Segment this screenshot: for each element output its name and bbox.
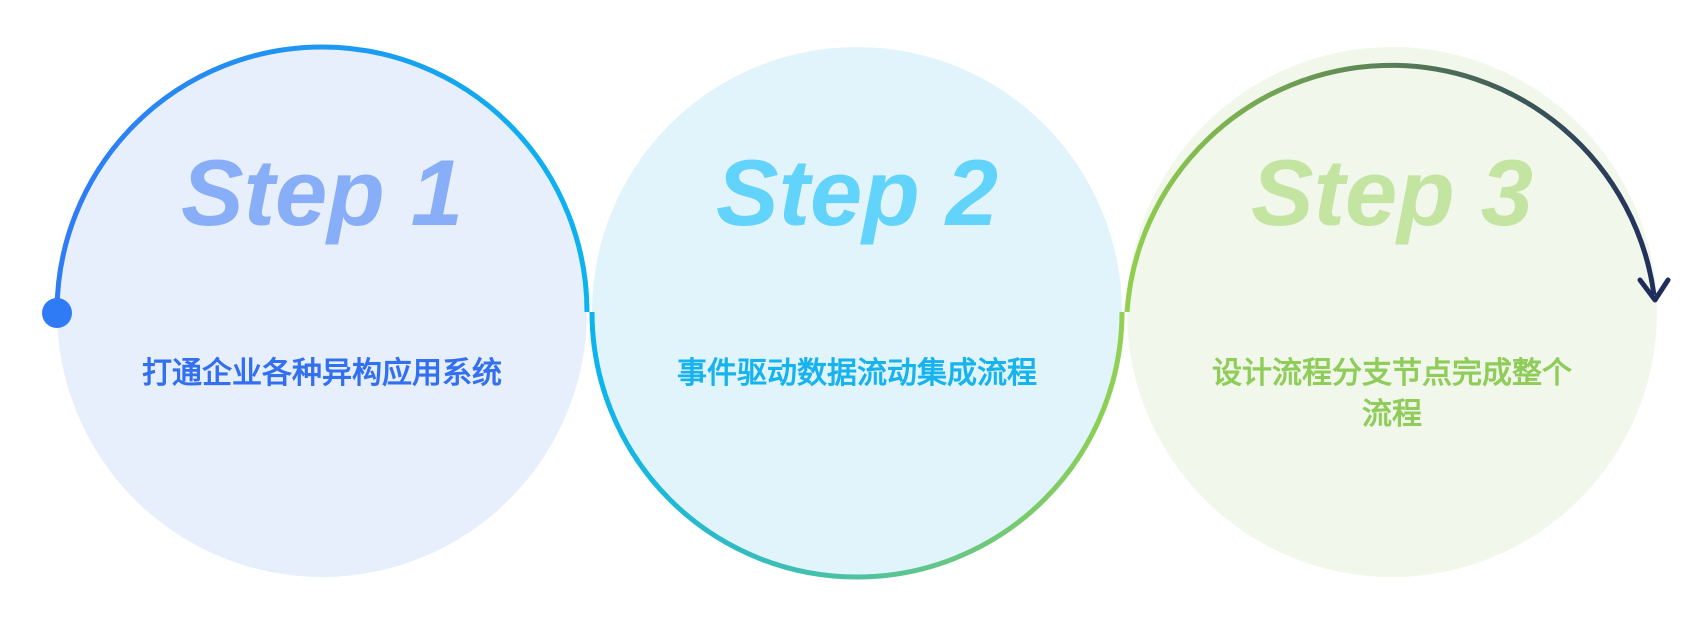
step-3-description-line-1: 设计流程分支节点完成整个 [1212,356,1573,391]
step-2-circle [592,47,1122,577]
step-1-title: Step 1 [181,140,463,245]
start-dot-icon [42,298,72,328]
connector-arc-3 [1124,62,1657,313]
connector-arc-1 [54,44,590,313]
step-2-title: Step 2 [716,140,998,245]
arrow-head-icon [1637,277,1671,303]
step-3-title: Step 3 [1251,140,1533,245]
step-1-circle [57,47,587,577]
step-3-description-line-2: 流程 [1362,397,1422,432]
step-1-description: 打通企业各种异构应用系统 [142,356,502,391]
step-2-description: 事件驱动数据流动集成流程 [677,356,1037,391]
connector-arc-2 [589,311,1125,580]
step-3-circle [1127,47,1657,577]
